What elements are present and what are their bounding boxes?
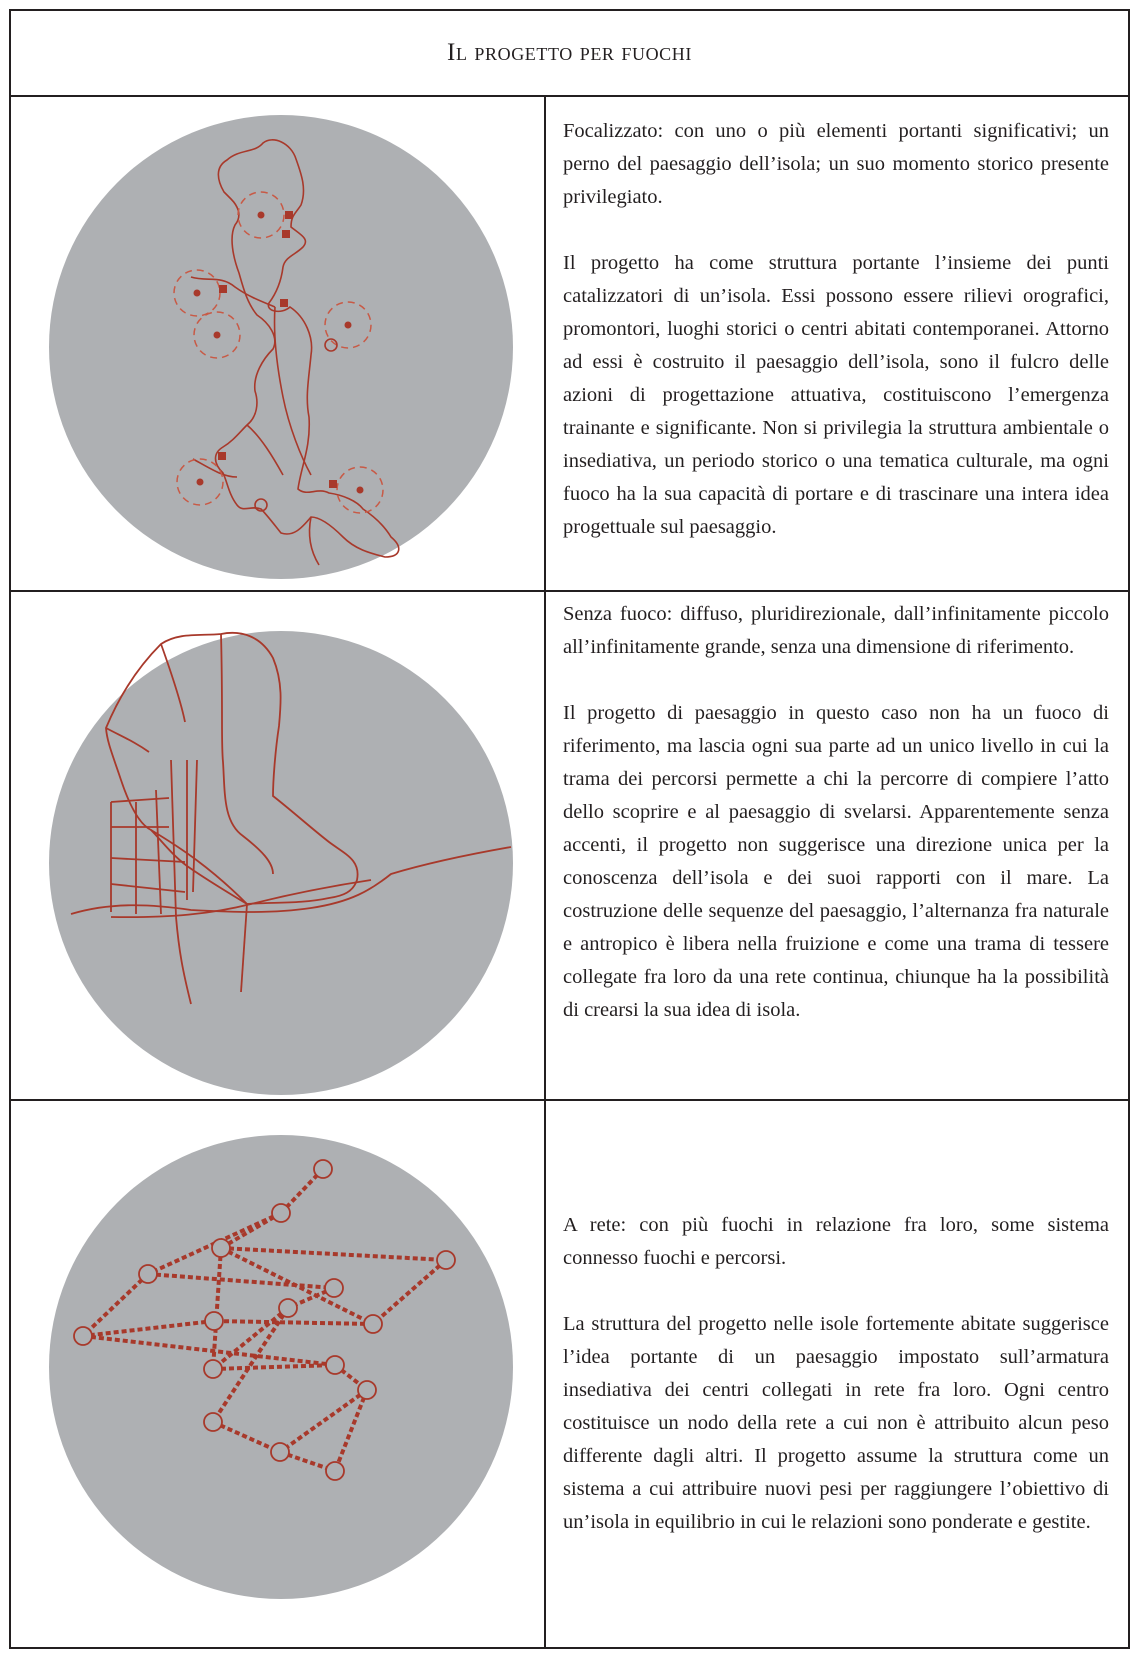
- text-focalizzato: Focalizzato: con uno o più elementi port…: [546, 97, 1128, 590]
- street: [160, 643, 186, 723]
- network-edge: [371, 1258, 448, 1326]
- island-outline-path: [214, 139, 400, 558]
- body-focalizzato: Il progetto ha come struttura portante l…: [563, 252, 1109, 538]
- network-node: [203, 1412, 223, 1432]
- diagram-a-rete-cell: [11, 1101, 546, 1647]
- focus-ring: [237, 191, 285, 239]
- street: [70, 846, 512, 915]
- heading-focalizzato: Focalizzato: con uno o più elementi port…: [563, 120, 1109, 208]
- route-5: [192, 458, 238, 478]
- network-edge: [220, 1246, 447, 1262]
- street-network: [70, 631, 512, 1005]
- network-node: [313, 1159, 333, 1179]
- network-edge: [279, 1167, 325, 1215]
- network-node: [436, 1250, 456, 1270]
- site-markers: [218, 211, 337, 488]
- network-edge: [278, 1388, 369, 1454]
- network-node: [270, 1442, 290, 1462]
- focus-ring: [324, 301, 372, 349]
- disc: [49, 115, 513, 579]
- network-node: [211, 1238, 231, 1258]
- row-senza-fuoco: Senza fuoco: diffuso, pluridirezionale, …: [11, 592, 1128, 1101]
- route-1: [190, 276, 276, 308]
- route-3: [246, 424, 284, 476]
- island-outline: [190, 139, 400, 566]
- route-4: [308, 516, 320, 566]
- street: [105, 727, 150, 753]
- street: [220, 633, 274, 875]
- network-edge: [82, 1334, 336, 1367]
- focus-ring: [193, 311, 241, 359]
- focus-ring: [176, 458, 224, 506]
- body-a-rete: La struttura del progetto nelle isole fo…: [563, 1313, 1109, 1533]
- network-edge: [211, 1306, 290, 1371]
- focus-points: [193, 211, 364, 494]
- network-node: [203, 1359, 223, 1379]
- text-senza-fuoco: Senza fuoco: diffuso, pluridirezionale, …: [546, 592, 1128, 1099]
- heading-senza-fuoco: Senza fuoco: diffuso, pluridirezionale, …: [563, 603, 1109, 658]
- network-edge: [147, 1272, 335, 1290]
- network-node: [325, 1461, 345, 1481]
- body-senza-fuoco: Il progetto di paesaggio in questo caso …: [563, 702, 1109, 1021]
- diagram-focalizzato-cell: [11, 97, 546, 590]
- network-edge: [213, 1319, 374, 1326]
- page-title: Il progetto per fuochi: [447, 39, 692, 66]
- network-edge: [211, 1247, 223, 1370]
- network-edge: [212, 1363, 336, 1371]
- diagram-a-rete: [49, 1135, 513, 1599]
- network-edges: [81, 1167, 448, 1473]
- street: [240, 903, 248, 993]
- table-frame: Il progetto per fuochi: [9, 9, 1130, 1649]
- network-edge: [82, 1319, 215, 1338]
- disc: [49, 631, 513, 1095]
- network-node: [278, 1298, 298, 1318]
- heading-a-rete: A rete: con più fuochi in relazione fra …: [563, 1214, 1109, 1269]
- network-node: [138, 1264, 158, 1284]
- route-2: [273, 306, 312, 476]
- network-node: [325, 1355, 345, 1375]
- row-a-rete: A rete: con più fuochi in relazione fra …: [11, 1101, 1128, 1647]
- network-node: [363, 1314, 383, 1334]
- network-edge: [333, 1389, 369, 1472]
- street: [175, 916, 192, 1005]
- title-row: Il progetto per fuochi: [11, 11, 1128, 97]
- row-focalizzato: Focalizzato: con uno o più elementi port…: [11, 97, 1128, 592]
- network-node: [204, 1311, 224, 1331]
- network-node: [357, 1380, 377, 1400]
- diagram-senza-fuoco: [49, 631, 513, 1095]
- diagram-focalizzato: [49, 115, 513, 579]
- network-edge: [212, 1420, 281, 1454]
- network-nodes: [73, 1159, 456, 1481]
- network-edge: [81, 1272, 150, 1338]
- network-node: [324, 1278, 344, 1298]
- street: [150, 829, 248, 905]
- small-rings: [254, 338, 338, 512]
- focus-ring: [336, 466, 384, 514]
- text-a-rete: A rete: con più fuochi in relazione fra …: [546, 1101, 1128, 1647]
- diagram-senza-fuoco-cell: [11, 592, 546, 1099]
- network-node: [271, 1203, 291, 1223]
- network-edge: [211, 1306, 290, 1424]
- network-node: [73, 1326, 93, 1346]
- street: [110, 879, 372, 919]
- network-edge: [220, 1246, 374, 1326]
